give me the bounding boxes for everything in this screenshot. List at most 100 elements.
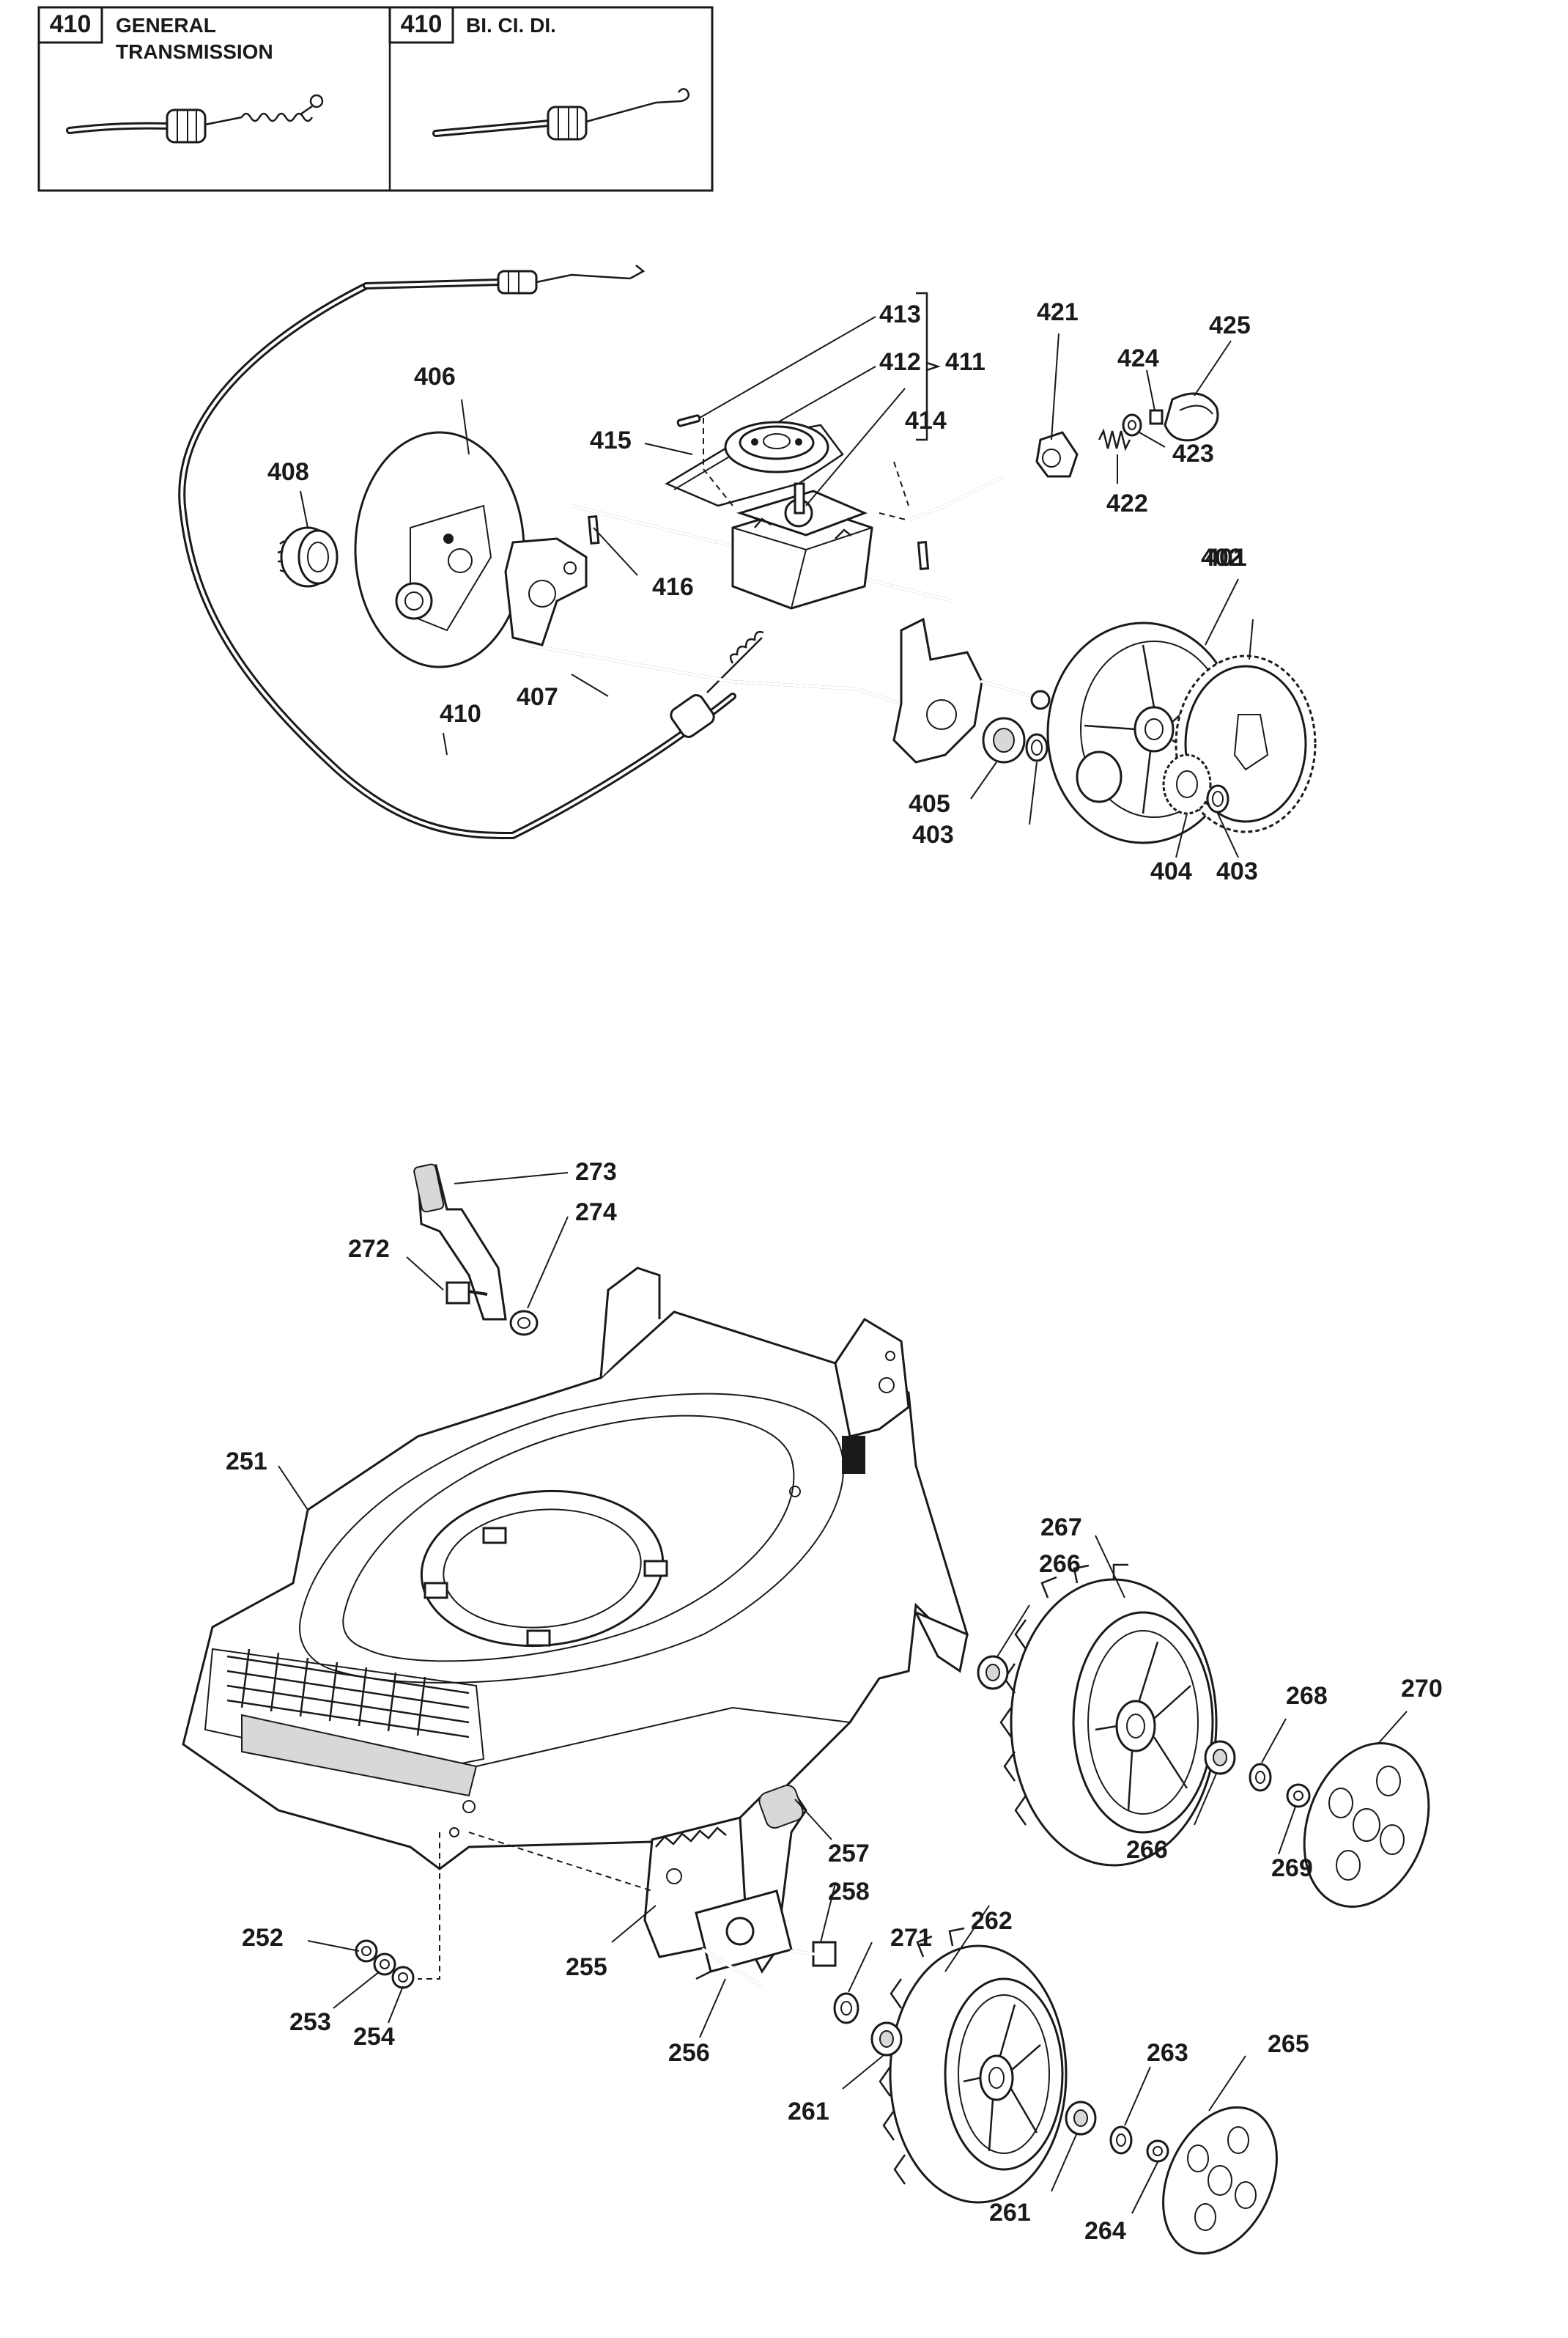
gearbox [731, 482, 873, 610]
washer-423 [1122, 413, 1142, 437]
washer-268 [1249, 1763, 1272, 1792]
wheel-disc-406 [354, 431, 525, 668]
leader-lines-transmission [300, 316, 1254, 858]
cap-425 [1164, 392, 1219, 442]
cap-421 [1035, 431, 1079, 478]
cable-legend-box: 410 GENERAL TRANSMISSION 410 BI. CI. DI. [37, 6, 714, 192]
callout-268: 268 [1286, 1682, 1328, 1710]
callout-257: 257 [828, 1840, 870, 1867]
washer-403-right [1206, 784, 1229, 814]
nut-252 [355, 1939, 378, 1963]
bearing-261-front [870, 2021, 903, 2057]
callout-labels-deck: 251 252 253 254 255 256 257 258 261 261 … [226, 1158, 1443, 2245]
callout-254: 254 [353, 2023, 395, 2051]
callout-267: 267 [1040, 1513, 1082, 1541]
callout-424: 424 [1117, 344, 1159, 372]
front-wheel-262 [879, 1927, 1068, 2204]
legend-left-title-line2: TRANSMISSION [116, 40, 273, 63]
callout-262: 262 [971, 1907, 1013, 1935]
pulley-belt-412-415 [665, 421, 844, 507]
bearing-261-back [1065, 2101, 1097, 2136]
callout-263: 263 [1147, 2039, 1188, 2067]
callout-407: 407 [517, 683, 558, 711]
callout-416: 416 [652, 573, 694, 601]
callout-253: 253 [289, 2008, 331, 2036]
callout-403-right: 403 [1216, 858, 1258, 885]
wheel-bracket-256 [695, 1889, 793, 1988]
callout-412: 412 [879, 348, 921, 376]
rod-414 [907, 475, 1005, 522]
callout-411: 411 [945, 348, 985, 376]
callout-252: 252 [242, 1924, 284, 1952]
mower-deck-251 [182, 1266, 969, 1870]
callout-273: 273 [575, 1158, 617, 1186]
callout-labels-transmission: 401 402 403 404 403 405 406 407 408 410 … [267, 298, 1258, 885]
rear-wheel-267 [999, 1563, 1218, 1867]
rear-axle-407 [504, 537, 925, 712]
callout-413: 413 [879, 300, 921, 328]
callout-274: 274 [575, 1198, 617, 1226]
callout-408: 408 [267, 458, 309, 486]
washer-271 [833, 1992, 859, 2024]
callout-425: 425 [1209, 311, 1251, 339]
callout-406: 406 [414, 363, 456, 391]
leader-lines-deck [278, 1172, 1408, 2214]
wheel-cap-265 [1162, 2106, 1278, 2255]
pinion-408 [277, 526, 339, 588]
callout-402: 402 [1201, 544, 1243, 572]
callout-270: 270 [1401, 1675, 1443, 1703]
callout-251: 251 [226, 1448, 267, 1475]
bearing-405 [982, 717, 1026, 764]
pinion-404 [1162, 753, 1212, 815]
bolt-258 [790, 1941, 837, 1967]
group-brace-411 [916, 292, 941, 441]
callout-405: 405 [909, 790, 950, 818]
deck-guide-lines [418, 1832, 653, 1980]
legend-right-number: 410 [401, 10, 443, 38]
callout-266-front: 266 [1039, 1550, 1081, 1578]
bolt-272 [445, 1281, 488, 1305]
general-transmission-cable-icon [66, 94, 324, 144]
legend-bi-ci-di: 410 BI. CI. DI. [388, 6, 689, 141]
callout-256: 256 [668, 2039, 710, 2067]
callout-258: 258 [828, 1878, 870, 1906]
height-lever-273 [413, 1163, 507, 1321]
bi-ci-di-cable-icon [432, 88, 689, 141]
callout-403-left: 403 [912, 821, 954, 849]
bearing-266-back [1204, 1740, 1236, 1775]
washer-263 [1109, 2125, 1133, 2155]
callout-261-front: 261 [788, 2098, 829, 2125]
nut-274 [509, 1310, 539, 1336]
spring-422 [1098, 428, 1131, 451]
transmission-assembly: 401 402 403 404 403 405 406 407 408 410 … [178, 265, 1317, 885]
legend-general-transmission: 410 GENERAL TRANSMISSION [37, 6, 324, 144]
pin-413 [676, 414, 701, 427]
callout-265: 265 [1268, 2030, 1309, 2058]
assembly-guide-lines [703, 418, 909, 521]
callout-422: 422 [1106, 490, 1148, 517]
bearing-266-front [977, 1655, 1009, 1690]
axle-bracket [892, 617, 1051, 764]
callout-414: 414 [905, 407, 947, 435]
washer-253 [373, 1952, 396, 1976]
callout-271: 271 [890, 1924, 932, 1952]
washer-254 [391, 1966, 415, 1989]
legend-right-title: BI. CI. DI. [466, 14, 556, 37]
wheel-cap-270 [1303, 1742, 1430, 1908]
callout-421: 421 [1037, 298, 1079, 326]
legend-left-title-line1: GENERAL [116, 14, 216, 37]
callout-401: 401 [1205, 544, 1247, 572]
deck-assembly: 251 252 253 254 255 256 257 258 261 261 … [182, 1158, 1443, 2255]
callout-415: 415 [590, 427, 632, 454]
callout-404: 404 [1150, 858, 1192, 885]
washer-403-left [1025, 733, 1049, 762]
callout-269: 269 [1271, 1854, 1313, 1882]
callout-266-back: 266 [1126, 1836, 1168, 1864]
nut-264 [1146, 2139, 1169, 2163]
callout-423: 423 [1172, 440, 1214, 468]
legend-left-number: 410 [50, 10, 92, 38]
drive-cable-410 [178, 265, 764, 840]
callout-272: 272 [348, 1235, 390, 1263]
nut-269 [1286, 1783, 1311, 1808]
